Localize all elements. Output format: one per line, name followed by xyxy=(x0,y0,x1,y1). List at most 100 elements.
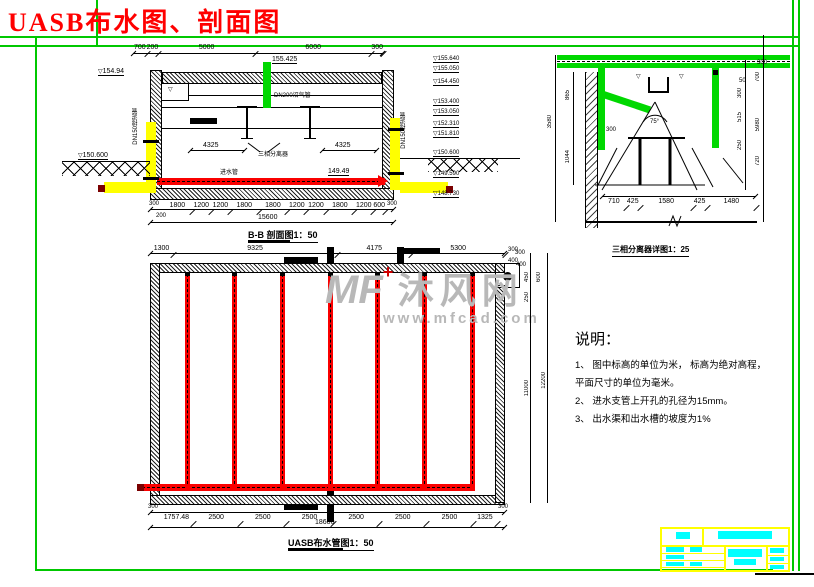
outlet-pipe-circle xyxy=(503,272,512,281)
dim-label: 2500 xyxy=(333,514,380,521)
biogas-pipe xyxy=(263,62,271,108)
dim-label: 1200 xyxy=(355,202,372,209)
title-block-line xyxy=(662,560,724,561)
bb-bottom-slab xyxy=(150,188,394,200)
dim-label: 11000 xyxy=(524,380,530,397)
weir-channel xyxy=(648,77,669,93)
dim-label: 5980 xyxy=(755,118,761,132)
bb-top-slab xyxy=(162,72,382,84)
dim-label: 300 xyxy=(737,88,743,99)
dim-label: 2500 xyxy=(286,514,333,521)
title-block-text xyxy=(770,557,784,561)
level-symbol: ▽ xyxy=(433,150,438,156)
section-marker xyxy=(284,257,318,263)
elevation-entry: ▽152.310 xyxy=(433,121,460,128)
dim-label: 15600 xyxy=(258,214,278,221)
sep-bottom-dims: 710 425 1580 425 1480 xyxy=(602,198,756,205)
elevation-entry: ▽154.450 xyxy=(433,79,460,86)
dim-label: 1325 xyxy=(473,514,497,521)
dim-label: 6000 xyxy=(255,44,371,51)
plan-outlet-notch xyxy=(495,263,520,288)
dim-label: 2500 xyxy=(426,514,473,521)
dim-label: 1044 xyxy=(565,150,571,164)
plan-bottom-wall xyxy=(150,495,505,505)
frame-right-line-2 xyxy=(798,0,800,571)
dim-label: 5300 xyxy=(411,245,505,252)
branch-centerline xyxy=(282,274,283,484)
ground-line-left xyxy=(62,161,150,162)
sep-right-outer-dim-line xyxy=(763,35,764,222)
title-block-text xyxy=(718,531,772,539)
plan-right-total-line xyxy=(547,253,548,503)
elevation-value: 150.600 xyxy=(437,150,460,156)
bb-water-line-2 xyxy=(162,107,382,108)
flange-mark xyxy=(143,177,159,180)
note-item: 2、 进水支管上开孔的孔径为15mm。 xyxy=(575,396,733,408)
title-block-text xyxy=(676,532,690,539)
bb-water-line-3 xyxy=(162,128,382,129)
level-symbol: ▽ xyxy=(98,69,103,75)
frame-left-line xyxy=(35,36,37,571)
dim-label: 1800 xyxy=(230,202,259,209)
title-block-text xyxy=(734,559,756,565)
bb-top-dims: 700 200 5000 6000 300 xyxy=(133,44,383,51)
level-symbol: ▽ xyxy=(433,109,438,115)
flange-mark xyxy=(143,140,159,143)
elevation-value: 155.640 xyxy=(437,56,460,62)
separator-top-pipe-centerline xyxy=(557,61,790,62)
title-block-line xyxy=(662,567,724,568)
dim-label: 2500 xyxy=(240,514,287,521)
dim-label: 300 xyxy=(149,201,160,207)
dim-label: 50 xyxy=(739,78,746,84)
watermark-name: 沐风网 xyxy=(397,270,524,311)
title-block xyxy=(660,527,790,572)
dim-label: 1580 xyxy=(640,198,693,205)
dim-label: 1800 xyxy=(326,202,355,209)
dim-label: 1200 xyxy=(289,202,305,209)
flange-mark xyxy=(388,128,404,131)
elevation-value: 154.450 xyxy=(437,79,460,85)
dim-label: 300 xyxy=(757,60,768,66)
dim-label: 200 xyxy=(146,44,159,51)
angle-label: 75° xyxy=(650,119,660,125)
dim-label: 2500 xyxy=(193,514,240,521)
main-pipe-inlet-end xyxy=(137,484,144,491)
elevation-value: 148.730 xyxy=(437,191,460,197)
dim-label: 400 xyxy=(508,258,519,264)
plan-bottom-dims: 1757.48 2500 2500 2500 2500 2500 2500 13… xyxy=(160,514,497,521)
elevation-left-top: ▽154.94 xyxy=(98,68,125,76)
note-item: 3、 出水渠和出水槽的坡度为1% xyxy=(575,414,711,426)
plan-total-dim-line xyxy=(150,527,505,528)
dim-label: 300 xyxy=(508,247,519,253)
bb-channel-line-h xyxy=(162,100,189,101)
branch-centerline xyxy=(424,274,425,484)
dim-label: 720 xyxy=(755,156,761,167)
water-level-symbol: ▽ xyxy=(679,74,684,80)
inlet-pipe-elevation: 149.49 xyxy=(328,168,350,176)
title-block-line xyxy=(702,529,704,545)
sludge-pipe-left-end xyxy=(98,185,105,192)
elevation-entry: ▽153.050 xyxy=(433,109,460,116)
elevation-entry: ▽148.730 xyxy=(433,191,460,198)
dim-label: 300 xyxy=(371,44,383,51)
distribution-main-centerline xyxy=(142,487,475,488)
separator-geometry xyxy=(585,101,757,228)
plan-right-dim-line xyxy=(530,253,531,503)
bb-water-line-1 xyxy=(189,95,382,96)
dim-label: 1200 xyxy=(308,202,324,209)
dim-label: 425 xyxy=(626,198,639,205)
plan-right-wall xyxy=(495,285,505,503)
watermark-url: www.mfcad.com xyxy=(383,310,540,327)
plan-top-dims: 1300 9325 4175 5300 xyxy=(150,245,505,252)
level-symbol: ▽ xyxy=(433,56,438,62)
separator-label: 三相分离器 xyxy=(258,152,289,158)
dim-label: 400 xyxy=(516,262,527,268)
dim-label: 450 xyxy=(524,272,530,283)
title-block-text xyxy=(666,555,684,559)
dim-label: 300 xyxy=(387,201,398,207)
dim-label: 250 xyxy=(524,292,530,303)
separator-downpipe-right xyxy=(712,68,719,148)
title-block-line xyxy=(662,545,788,547)
frame-right-line-1 xyxy=(792,0,794,571)
elevation-entry: ▽153.400 xyxy=(433,99,460,106)
